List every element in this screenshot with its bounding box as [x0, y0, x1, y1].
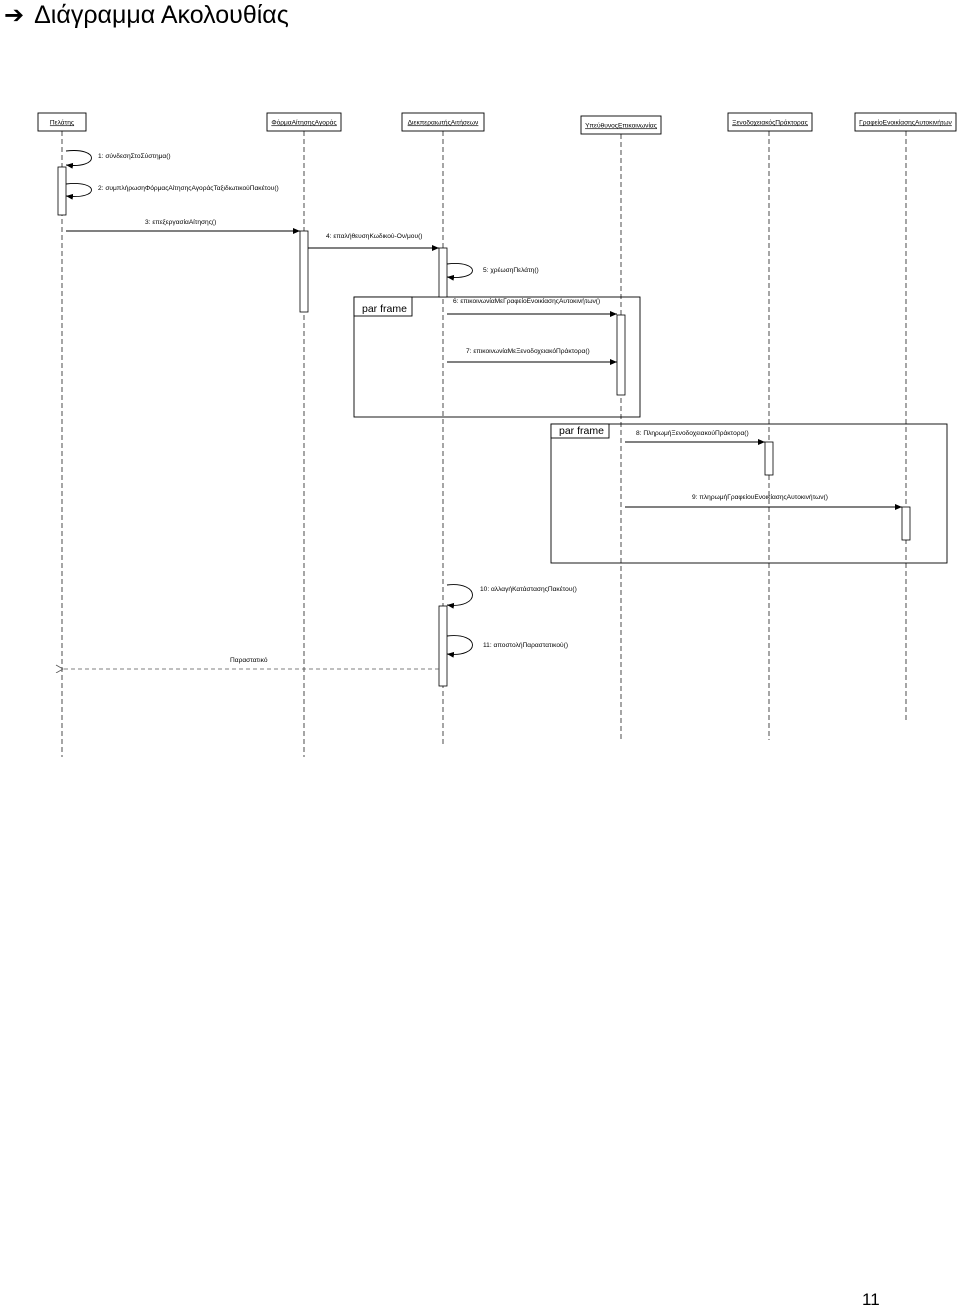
participant-p2: ΔιεκπεραιωτήςΑιτήσεων — [401, 112, 485, 132]
activation-bar — [299, 230, 309, 313]
page-number: 11 — [862, 1290, 880, 1309]
message-m8: 8: ΠληρωμήΞενοδοχειακούΠράκτορα() — [625, 429, 765, 445]
participant-box — [854, 112, 957, 132]
message-label: 2: συμπλήρωσηΦόρμαςΑίτησηςΑγοράςΤαξιδιωτ… — [98, 184, 279, 192]
activation-bar — [616, 314, 626, 396]
message-m4: 4: επαλήθευσηΚωδικού-Ον/μου() — [308, 232, 439, 251]
message-m5: 5: χρέωσηΠελάτη() — [446, 263, 539, 281]
participant-name: Πελάτης — [50, 118, 74, 126]
self-message-arrow — [65, 150, 92, 169]
par-frame-f1: par frame — [353, 296, 641, 418]
message-m10: 10: αλλαγήΚατάστασηςΠακέτου() — [446, 584, 577, 609]
participant-name: ΞενοδοχειακόςΠράκτορας — [732, 118, 808, 126]
participant-p0: Πελάτης — [37, 112, 87, 132]
message-m11: 11: αποστολήΠαραστατικού() — [446, 635, 568, 658]
arrow-right-icon: ➔ — [4, 1, 25, 29]
participant-p1: ΦόρμαΑίτησηςΑγοράς — [266, 112, 342, 132]
heading: ➔ Διάγραμμα Ακολουθίας — [4, 0, 289, 30]
participant-box — [401, 112, 485, 132]
message-m1: 1: σύνδεσηΣτοΣύστημα() — [65, 150, 171, 169]
activation-bar — [438, 247, 448, 298]
message-label: 7: επικοινωνίαΜεΞενοδοχειακόΠράκτορα() — [466, 347, 590, 355]
participant-name: ΔιεκπεραιωτήςΑιτήσεων — [408, 119, 479, 126]
participant-box — [580, 115, 662, 135]
message-m12: Παραστατικό — [63, 656, 439, 669]
self-message-arrow — [446, 263, 473, 281]
activation-bar — [57, 166, 67, 216]
participant-box — [37, 112, 87, 132]
activation-bar — [901, 506, 911, 541]
message-m7: 7: επικοινωνίαΜεΞενοδοχειακόΠράκτορα() — [447, 347, 617, 365]
frame-label: par frame — [362, 303, 407, 315]
participant-box — [727, 112, 813, 132]
frame-tab — [550, 423, 610, 439]
message-label: 4: επαλήθευσηΚωδικού-Ον/μου() — [326, 232, 422, 240]
message-label: 1: σύνδεσηΣτοΣύστημα() — [98, 152, 171, 160]
message-m3: 3: επεξεργασίαΑίτησης() — [66, 218, 300, 234]
message-label: 9: πληρωμήΓραφείουΕνοικίασηςΑυτοκινήτων(… — [692, 493, 828, 501]
participant-p4: ΞενοδοχειακόςΠράκτορας — [727, 112, 813, 132]
frame-tab — [353, 296, 413, 317]
participant-name: ΦόρμαΑίτησηςΑγοράς — [271, 118, 336, 126]
frame-border — [353, 296, 641, 418]
participant-name: ΥπεύθυνοςΕπικοινωνίας — [585, 121, 657, 129]
message-m2: 2: συμπλήρωσηΦόρμαςΑίτησηςΑγοράςΤαξιδιωτ… — [65, 183, 279, 200]
participant-p3: ΥπεύθυνοςΕπικοινωνίας — [580, 115, 662, 135]
message-m9: 9: πληρωμήΓραφείουΕνοικίασηςΑυτοκινήτων(… — [625, 493, 902, 510]
message-label: 3: επεξεργασίαΑίτησης() — [145, 218, 216, 226]
participant-name: ΓραφείοΕνοικίασηςΑυτοκινήτων — [859, 118, 952, 126]
message-label: 6: επικοινωνίαΜεΓραφείοΕνοικίασηςΑυτοκιν… — [453, 297, 600, 305]
message-m6: 6: επικοινωνίαΜεΓραφείοΕνοικίασηςΑυτοκιν… — [447, 297, 617, 317]
message-label: 5: χρέωσηΠελάτη() — [483, 266, 539, 274]
message-label: 10: αλλαγήΚατάστασηςΠακέτου() — [480, 585, 577, 593]
participant-box — [266, 112, 342, 132]
frame-border — [550, 423, 948, 564]
self-message-arrow — [446, 635, 473, 658]
par-frame-f2: par frame — [550, 423, 948, 564]
message-label: 8: ΠληρωμήΞενοδοχειακούΠράκτορα() — [636, 429, 749, 437]
frame-label: par frame — [559, 425, 604, 437]
message-label: 11: αποστολήΠαραστατικού() — [483, 641, 568, 649]
self-message-arrow — [65, 183, 92, 200]
self-message-arrow — [446, 584, 473, 609]
diagram-title: Διάγραμμα Ακολουθίας — [34, 1, 289, 29]
message-label: Παραστατικό — [230, 656, 268, 664]
participant-p5: ΓραφείοΕνοικίασηςΑυτοκινήτων — [854, 112, 957, 132]
activation-bar — [438, 605, 448, 687]
activation-bar — [764, 441, 774, 476]
